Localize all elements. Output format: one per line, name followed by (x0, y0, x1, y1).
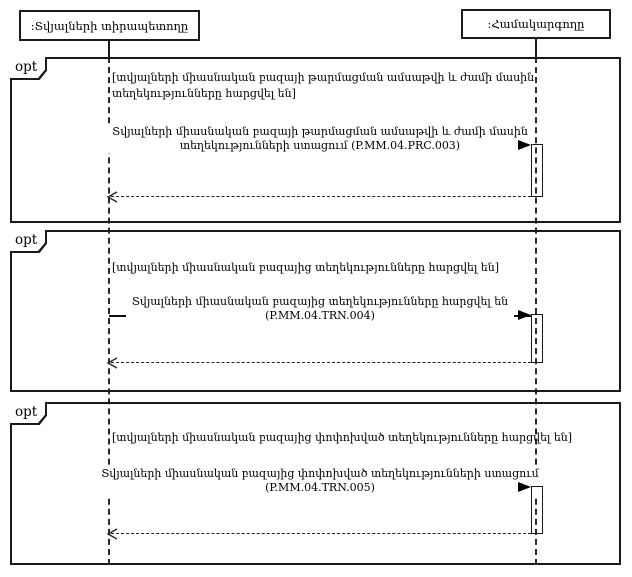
guard-line: տեղեկությունները հարցվել են] (112, 86, 296, 100)
opt-operator-tab: opt (10, 230, 47, 253)
left-lifeline (108, 57, 110, 565)
right-lifeline-connector (535, 39, 537, 57)
open-arrowhead-icon (107, 528, 118, 540)
open-arrowhead-icon (107, 191, 118, 203)
solid-arrowhead-icon (518, 140, 531, 150)
left-lifeline-connector (108, 41, 110, 57)
guard-line: [տվյալների միասնական բազայի թարմացման ամ… (112, 71, 535, 84)
activation-bar-2 (531, 314, 543, 363)
message-line: Տվյալների միասնական բազայի թարմացման ամս… (112, 125, 528, 138)
actor-coordinator: :Համակարգողը (461, 9, 611, 39)
guard-condition-2: [տվյալների միասնական բազայից տեղեկությու… (112, 260, 499, 276)
opt-fragment-3: opt (10, 402, 621, 565)
activation-bar-3 (531, 486, 543, 534)
opt-operator-label: opt (10, 230, 45, 251)
return-message-line-2 (111, 362, 531, 363)
opt-operator-tab: opt (10, 402, 47, 425)
opt-operator-tab: opt (10, 57, 47, 80)
opt-operator-label: opt (10, 402, 45, 423)
solid-arrowhead-icon (518, 482, 531, 492)
guard-condition-3: [տվյալների միասնական բազայից փոփոխված տե… (112, 430, 572, 446)
solid-arrowhead-icon (518, 310, 531, 320)
return-message-line-1 (111, 196, 531, 197)
message-line: Տվյալների միասնական բազայից փոփոխված տեղ… (101, 467, 539, 480)
message-line: Տվյալների միասնական բազայից տեղեկություն… (131, 295, 509, 308)
opt-fragment-2: opt (10, 230, 621, 392)
actor-data-owner-label: :Տվյալների տիրապետողը (30, 18, 189, 33)
open-arrowhead-icon (107, 357, 118, 369)
activation-bar-1 (531, 144, 543, 197)
actor-data-owner: :Տվյալների տիրապետողը (19, 10, 200, 41)
actor-coordinator-label: :Համակարգողը (487, 17, 585, 31)
guard-line: [տվյալների միասնական բազայից փոփոխված տե… (112, 431, 573, 444)
message-line: (P.MM.04.TRN.005) (265, 481, 375, 494)
right-lifeline (535, 57, 537, 565)
opt-operator-label: opt (10, 57, 45, 78)
opt-fragment-1: opt (10, 57, 621, 223)
message-line: (P.MM.04.TRN.004) (265, 309, 375, 322)
guard-condition-1: [տվյալների միասնական բազայի թարմացման ամ… (112, 70, 534, 101)
return-message-line-3 (111, 533, 531, 534)
call-message-label-2: Տվյալների միասնական բազայից տեղեկություն… (109, 295, 531, 323)
call-message-label-3: Տվյալների միասնական բազայից փոփոխված տեղ… (95, 467, 545, 495)
message-line: տեղեկությունների ստացում (P.MM.04.PRC.00… (179, 139, 461, 152)
guard-line: [տվյալների միասնական բազայից տեղեկությու… (112, 261, 499, 274)
call-message-label-1: Տվյալների միասնական բազայի թարմացման ամս… (106, 125, 534, 153)
